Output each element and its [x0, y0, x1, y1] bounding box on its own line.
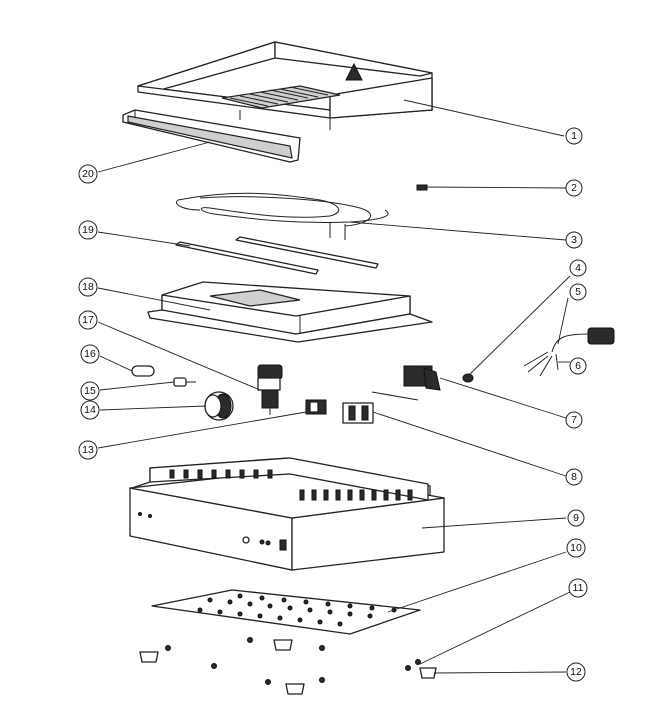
callout-label: 19 [82, 224, 94, 236]
callout-label: 10 [570, 542, 582, 554]
callout-label: 8 [571, 471, 577, 483]
callout-label: 7 [571, 414, 577, 426]
callout-label: 12 [570, 666, 582, 678]
griddle-plate [137, 41, 433, 130]
callout-label: 3 [571, 234, 577, 246]
callout-label: 1 [571, 130, 577, 142]
callout-label: 11 [573, 582, 584, 594]
callout-12: 12 [566, 662, 586, 682]
warning-triangle-icon [345, 62, 363, 81]
power-cord [523, 327, 615, 377]
callout-1: 1 [565, 127, 583, 145]
bottom-plate [151, 589, 421, 635]
callout-19: 19 [78, 220, 98, 240]
callout-3: 3 [565, 231, 583, 249]
main-housing [129, 457, 445, 571]
grommet [462, 373, 474, 383]
rubber-feet [139, 639, 437, 695]
small-clip [416, 184, 428, 191]
callout-14: 14 [80, 400, 100, 420]
callout-2: 2 [565, 179, 583, 197]
callout-7: 7 [565, 411, 583, 429]
heating-element [176, 192, 389, 240]
callout-6: 6 [569, 357, 587, 375]
knob-gasket [131, 365, 155, 377]
rocker-switch [305, 399, 327, 415]
callout-label: 20 [82, 168, 94, 180]
callout-10: 10 [566, 538, 586, 558]
control-knob [204, 391, 234, 421]
callout-11: 11 [568, 578, 588, 598]
safety-thermostat [371, 365, 441, 401]
callout-label: 9 [573, 512, 579, 524]
griddle-grooves [229, 86, 329, 107]
callout-label: 15 [84, 385, 96, 397]
callout-17: 17 [78, 310, 98, 330]
vent-slots [169, 469, 413, 501]
callout-18: 18 [78, 277, 98, 297]
thermostat [257, 364, 283, 415]
support-brackets [175, 236, 379, 275]
callout-label: 16 [84, 348, 96, 360]
callout-label: 18 [82, 281, 94, 293]
plate-perforations [197, 593, 397, 627]
callout-label: 14 [84, 404, 96, 416]
terminal-block [342, 402, 374, 424]
callout-5: 5 [569, 283, 587, 301]
grease-trough [122, 109, 301, 163]
callout-16: 16 [80, 344, 100, 364]
screw [173, 377, 196, 387]
foot-screws [165, 637, 421, 685]
inner-tray [147, 281, 433, 343]
callout-label: 13 [82, 444, 94, 456]
callout-8: 8 [565, 468, 583, 486]
callout-20: 20 [78, 164, 98, 184]
callout-label: 2 [571, 182, 577, 194]
callout-15: 15 [80, 381, 100, 401]
callout-label: 17 [82, 314, 94, 326]
callout-9: 9 [567, 509, 585, 527]
callout-label: 6 [575, 360, 581, 372]
callout-13: 13 [78, 440, 98, 460]
callout-label: 5 [575, 286, 581, 298]
callout-label: 4 [575, 262, 581, 274]
callout-4: 4 [569, 259, 587, 277]
leader-lines [97, 99, 571, 674]
